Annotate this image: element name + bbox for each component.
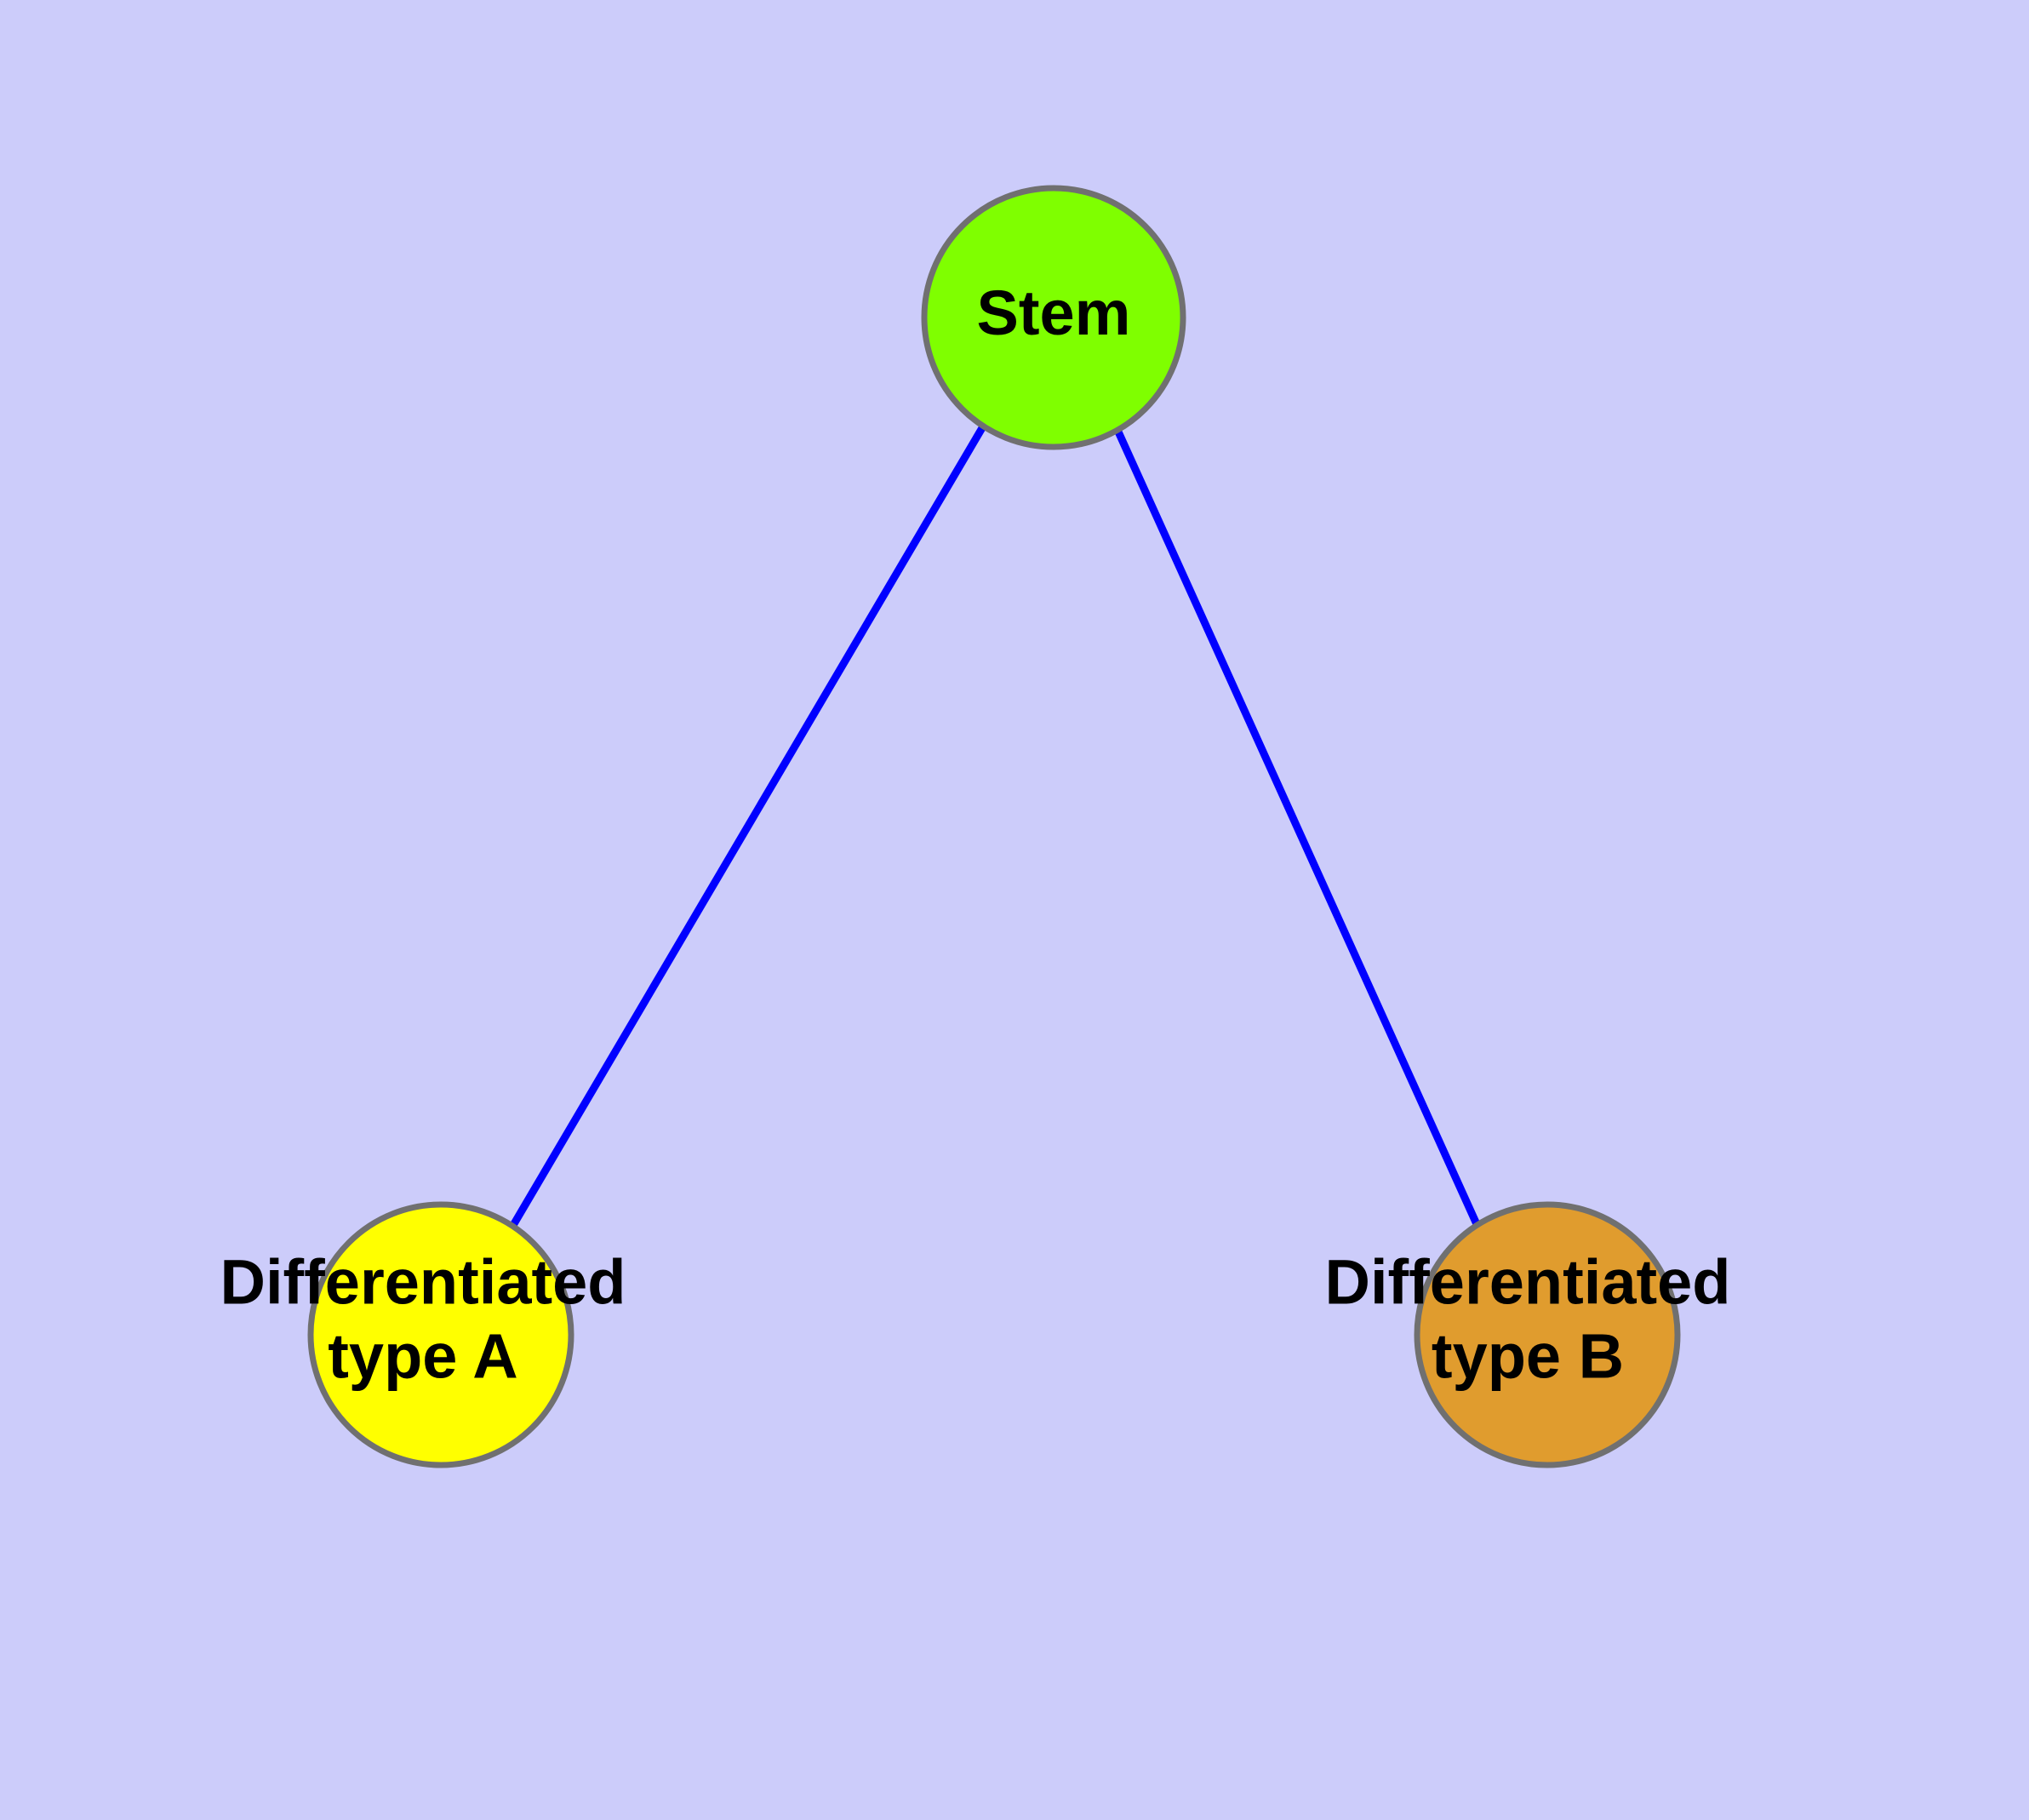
graph-node-label-line: Stem bbox=[977, 278, 1131, 348]
graph-node-label-line: Differentiated bbox=[1325, 1246, 1731, 1317]
edges-layer bbox=[509, 424, 1481, 1229]
graph-node-label-line: type B bbox=[1432, 1320, 1624, 1391]
graph-edge-stem-to-diff-a[interactable] bbox=[509, 424, 986, 1229]
graph-node-label-line: type A bbox=[328, 1320, 517, 1391]
graph-node-label-stem: Stem bbox=[977, 278, 1131, 348]
nodes-layer bbox=[307, 185, 1681, 1468]
graph-node-label-line: Differentiated bbox=[220, 1246, 626, 1317]
graph-edge-stem-to-diff-b[interactable] bbox=[1113, 428, 1481, 1226]
graph-node-diff-a[interactable] bbox=[307, 1201, 574, 1468]
graph-node-diff-b[interactable] bbox=[1414, 1201, 1681, 1468]
graph-node-stem[interactable] bbox=[921, 185, 1186, 450]
